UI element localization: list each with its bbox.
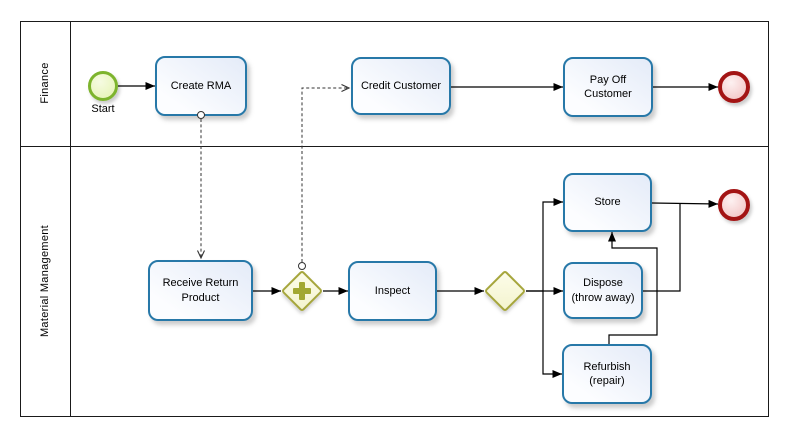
end-event-material (718, 189, 750, 221)
task-store: Store (563, 173, 652, 232)
task-pay-off-customer: Pay Off Customer (563, 57, 653, 117)
lane-label-material-management: Material Management (39, 224, 51, 338)
pool-border (20, 21, 769, 417)
task-inspect: Inspect (348, 261, 437, 321)
task-create-rma-label: Create RMA (170, 79, 232, 92)
task-credit-customer-label: Credit Customer (360, 79, 442, 92)
lane-label-finance: Finance (39, 62, 51, 104)
task-dispose-label: Dispose (throw away) (571, 277, 635, 304)
task-refurbish-label: Refurbish (repair) (583, 360, 631, 387)
start-event-label: Start (91, 103, 115, 115)
task-refurbish: Refurbish (repair) (562, 344, 652, 404)
end-event-finance (718, 71, 750, 103)
start-event (88, 71, 118, 101)
task-create-rma: Create RMA (155, 56, 247, 116)
task-inspect-label: Inspect (374, 284, 411, 297)
parallel-gateway-plus-icon (289, 278, 315, 304)
task-receive-return-product: Receive Return Product (148, 260, 253, 321)
lane-divider (20, 146, 769, 147)
task-store-label: Store (594, 196, 621, 209)
lane-label-divider (70, 21, 71, 417)
task-dispose: Dispose (throw away) (563, 262, 643, 319)
task-credit-customer: Credit Customer (351, 57, 451, 115)
task-receive-return-product-label: Receive Return Product (162, 277, 239, 304)
task-pay-off-customer-label: Pay Off Customer (584, 73, 632, 100)
